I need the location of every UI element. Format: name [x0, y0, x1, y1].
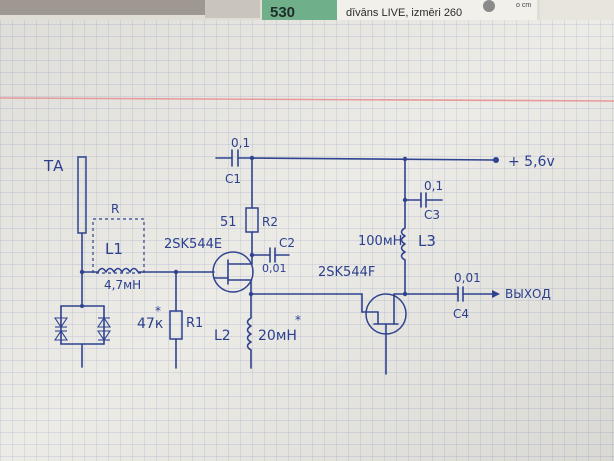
c3-capacitor	[404, 192, 443, 208]
c1-capacitor	[215, 149, 253, 167]
r2-label: R2	[262, 215, 278, 229]
diode-pair	[53, 271, 112, 368]
top-fragment: 530	[270, 4, 295, 21]
r-label: R	[111, 202, 119, 216]
l2-value: 20мН	[258, 328, 297, 344]
output-label: ВЫХОД	[505, 287, 551, 301]
c2-value: 0,01	[262, 262, 287, 275]
supply-rail	[251, 157, 495, 161]
l3-inductor	[400, 199, 406, 295]
c4-label: C4	[453, 307, 469, 321]
l1-value: 4,7мН	[104, 278, 141, 292]
margin-line	[0, 97, 614, 102]
l2-inductor	[246, 293, 252, 369]
c2-label: C2	[279, 236, 295, 250]
l1-inductor	[81, 267, 177, 273]
l3-value: 100мН	[358, 234, 402, 249]
r2-resistor	[245, 157, 259, 265]
r1-resistor	[169, 271, 183, 369]
l1-label: L1	[105, 240, 123, 258]
t1-label: 2SK544E	[164, 237, 222, 252]
c3-value: 0,1	[424, 179, 443, 193]
t2-label: 2SK544F	[318, 265, 375, 280]
r1-label: R1	[186, 316, 203, 331]
antenna-rod	[77, 156, 87, 273]
l2-label: L2	[214, 328, 231, 344]
antenna-label: ТА	[43, 157, 64, 175]
l3-label: L3	[418, 232, 436, 250]
c4-capacitor	[404, 286, 500, 302]
t1-transistor	[175, 251, 254, 293]
r1-value: 47к	[137, 316, 163, 332]
c4-value: 0,01	[454, 271, 481, 285]
r1-star: *	[155, 304, 161, 318]
top-print: dīvāns LIVE, izmēri 260	[346, 7, 462, 19]
l2-star: *	[295, 313, 301, 327]
c1-label: C1	[225, 172, 241, 186]
r2-value: 51	[220, 215, 237, 230]
c1-value: 0,1	[231, 136, 250, 150]
top-small: o cm	[516, 2, 531, 9]
t2-transistor	[361, 293, 407, 373]
c2-capacitor	[251, 247, 290, 263]
supply-label: + 5,6v	[508, 154, 555, 170]
c3-label: C3	[424, 208, 440, 222]
r-dashed-box	[92, 218, 145, 274]
top-strip: 530 dīvāns LIVE, izmēri 260 o cm	[0, 0, 614, 21]
